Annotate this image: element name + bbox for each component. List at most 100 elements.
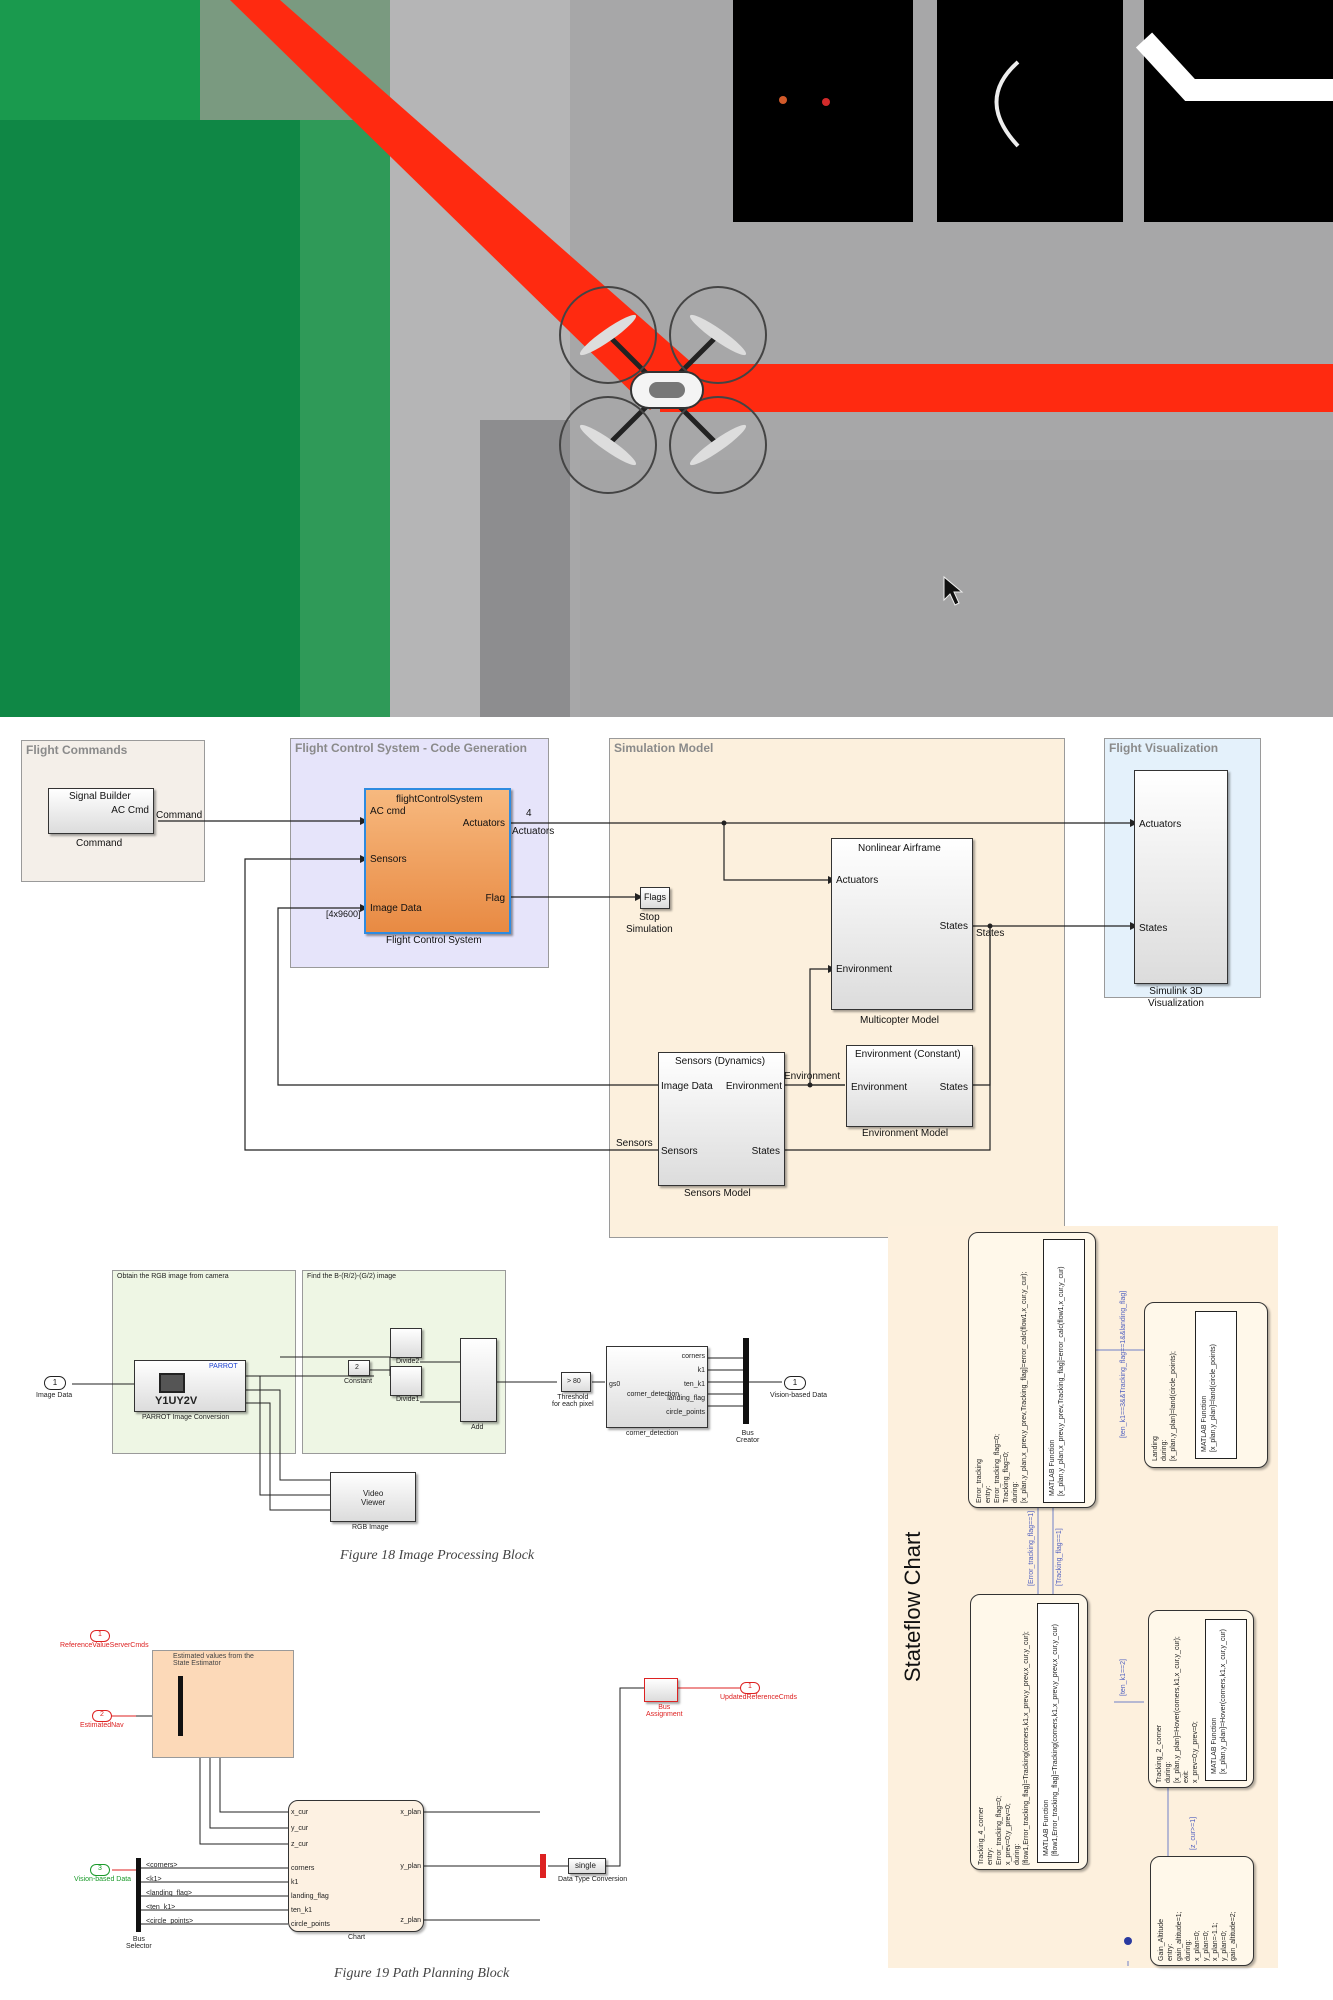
state-landing[interactable]: Landing during: [x_plan,y_plan]=land(cir… xyxy=(1144,1302,1268,1468)
state-gain-altitude[interactable]: Gain_Altitude entry: gain_altitude=1; du… xyxy=(1150,1856,1254,1966)
transitions xyxy=(1037,1349,1169,1966)
drone-icon xyxy=(559,286,767,494)
port-label: ten_k1 xyxy=(683,1381,705,1388)
inport-2[interactable]: 2 xyxy=(92,1710,112,1722)
block-name: RGB Image xyxy=(352,1524,389,1531)
area-title: Flight Control System - Code Generation xyxy=(295,741,528,755)
state-tracking-2-corner[interactable]: Tracking_2_corner during: [x_plan,y_plan… xyxy=(1148,1610,1254,1788)
port-label: z_cur xyxy=(291,1841,309,1848)
sensors-block[interactable]: Sensors (Dynamics) Image Data Environmen… xyxy=(658,1052,785,1186)
stop-simulation-block[interactable]: Flags xyxy=(640,887,670,909)
mux-block[interactable] xyxy=(540,1854,546,1878)
path-planning-diagram: 1 ReferenceValueServerCmds 2 EstimatedNa… xyxy=(40,1620,800,1990)
area-title: Find the B-(R/2)-(G/2) image xyxy=(307,1273,397,1280)
matlab-function-box: MATLAB Function [x_plan,y_plan]=land(cir… xyxy=(1195,1311,1237,1459)
transition-label: [z_cur>=1] xyxy=(1190,1816,1197,1850)
parrot-image-conversion-block[interactable]: Y1UY2V PARROT xyxy=(134,1360,246,1412)
bus-signal: <corners> xyxy=(146,1862,178,1869)
block-value: 2 xyxy=(355,1364,359,1371)
block-name: Add xyxy=(471,1424,484,1431)
port-label: Image Data xyxy=(370,903,422,914)
environment-block[interactable]: Environment (Constant) Environment State… xyxy=(846,1045,973,1127)
nonlinear-airframe-block[interactable]: Nonlinear Airframe Actuators Environment… xyxy=(831,838,973,1010)
port-label: circle_points xyxy=(666,1409,705,1416)
bus-signal: <landing_flag> xyxy=(146,1890,192,1897)
state-text: MATLAB Function [x_plan,y_plan,x_prev,y_… xyxy=(1049,1266,1065,1496)
bus-signal: <circle_points> xyxy=(146,1918,194,1925)
bgr-area: Find the B-(R/2)-(G/2) image xyxy=(302,1270,506,1454)
matlab-function-box: MATLAB Function [x_plan,y_plan,x_prev,y_… xyxy=(1043,1239,1085,1503)
port-label: z_plan xyxy=(400,1917,421,1924)
port-label: States xyxy=(1139,923,1168,934)
transition-label: [ten_k1==2] xyxy=(1120,1659,1127,1696)
port-label: ten_k1 xyxy=(291,1907,313,1914)
constant-block[interactable]: 2 xyxy=(348,1360,370,1376)
port-label: y_cur xyxy=(291,1825,309,1832)
outport-1[interactable]: 1 xyxy=(784,1376,806,1390)
block-name: Chart xyxy=(348,1934,366,1941)
add-block[interactable] xyxy=(460,1338,497,1422)
signal-builder-block[interactable]: Signal Builder AC Cmd xyxy=(48,788,154,834)
simulink-3d-visualization-block[interactable]: Actuators States xyxy=(1134,770,1228,984)
inport-1[interactable]: 1 xyxy=(44,1376,66,1390)
port-label: landing_flag xyxy=(667,1395,705,1402)
port-label: y_plan xyxy=(400,1863,421,1870)
corner-detection-block[interactable]: gs0 corner_detection corners k1 ten_k1 l… xyxy=(606,1346,708,1428)
port-label: States xyxy=(751,1146,780,1157)
video-viewer-block[interactable]: Video Viewer xyxy=(330,1472,416,1522)
block-title: Flags xyxy=(644,892,667,902)
inport-1[interactable]: 1 xyxy=(90,1630,110,1642)
state-text: MATLAB Function [flow1,Error_tracking_fl… xyxy=(1043,1624,1059,1856)
block-title: Sensors (Dynamics) xyxy=(675,1056,766,1067)
data-type-conversion-block[interactable]: single xyxy=(568,1858,606,1874)
port-label: Sensors xyxy=(370,854,407,865)
bus-selector-block[interactable] xyxy=(136,1858,141,1932)
port-label: Image Data xyxy=(661,1081,713,1092)
bus-creator-block[interactable] xyxy=(743,1338,749,1424)
state-text: Tracking_2_corner during: [x_plan,y_plan… xyxy=(1156,1636,1199,1783)
inport-3[interactable]: 3 xyxy=(90,1864,110,1876)
area-title: Flight Commands xyxy=(26,743,128,757)
stateflow-chart: Stateflow Chart Error_tracking entry: Er… xyxy=(888,1226,1278,1968)
bus-selector-estimator[interactable] xyxy=(178,1676,183,1736)
flight-control-system-block[interactable]: flightControlSystem AC cmd Sensors Image… xyxy=(364,788,511,934)
port-label: x_plan xyxy=(400,1809,421,1816)
divide2-block[interactable] xyxy=(390,1328,422,1358)
divide1-block[interactable] xyxy=(390,1366,422,1396)
block-text: Y1UY2V xyxy=(155,1395,198,1407)
image-icon xyxy=(159,1373,185,1393)
block-name: Command xyxy=(76,838,123,849)
signal-label: Actuators xyxy=(512,826,555,837)
area-title: Obtain the RGB image from camera xyxy=(117,1273,229,1280)
flight-simulation-view xyxy=(0,0,1333,717)
state-estimator-area: Estimated values from the State Estimato… xyxy=(152,1650,294,1758)
state-tracking-4-corner[interactable]: Tracking_4_corner entry: Error_tracking_… xyxy=(970,1594,1088,1870)
state-error-tracking[interactable]: Error_tracking entry: Error_tracking_fla… xyxy=(968,1232,1096,1508)
outport-1[interactable]: 1 xyxy=(740,1682,760,1694)
block-name: Bus Creator xyxy=(736,1430,760,1444)
area-title: Estimated values from the State Estimato… xyxy=(173,1653,254,1667)
chart-block[interactable]: x_cur y_cur z_cur corners k1 landing_fla… xyxy=(288,1800,424,1932)
port-label: AC Cmd xyxy=(111,805,149,816)
port-label: corners xyxy=(291,1865,315,1872)
block-name: Simulink 3D Visualization xyxy=(1148,986,1204,1009)
block-value: > 80 xyxy=(567,1378,581,1385)
dimension-label: [4x9600] xyxy=(326,909,361,919)
port-label: k1 xyxy=(291,1879,299,1886)
block-text: Video Viewer xyxy=(361,1489,386,1507)
port-label: Environment xyxy=(836,964,893,975)
threshold-block[interactable]: > 80 xyxy=(561,1372,591,1392)
dimension-label: 4 xyxy=(526,808,532,819)
inport-label: Vision-based Data xyxy=(74,1876,132,1883)
outport-label: UpdatedReferenceCmds xyxy=(720,1694,798,1701)
transition-label: [Error_tracking_flag==1] xyxy=(1028,1510,1035,1586)
state-text: MATLAB Function [x_plan,y_plan]=land(cir… xyxy=(1201,1344,1217,1452)
block-name: Bus Assignment xyxy=(646,1704,683,1718)
port-label: Sensors xyxy=(661,1146,698,1157)
bus-assignment-block[interactable] xyxy=(644,1678,678,1702)
state-text: Tracking_4_corner entry: Error_tracking_… xyxy=(978,1631,1030,1865)
port-label: States xyxy=(939,1082,968,1093)
camera-panel-3 xyxy=(1144,0,1333,222)
outport-label: Vision-based Data xyxy=(770,1392,828,1399)
signal-label: Command xyxy=(156,810,203,821)
